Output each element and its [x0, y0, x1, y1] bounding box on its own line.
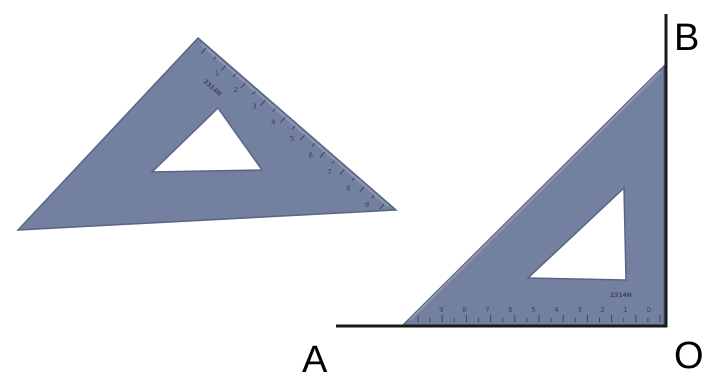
- set-square-right-body: [400, 64, 665, 327]
- set-square-left-ruler-tick: [280, 117, 286, 123]
- set-square-right-ruler-number: 8: [462, 306, 466, 314]
- set-square-left-ruler-tick: [220, 65, 227, 71]
- set-square-right-ruler-number: 3: [577, 306, 581, 314]
- set-square-left-ruler-tick: [291, 125, 296, 130]
- set-square-left-ruler-tick: [351, 177, 355, 182]
- set-square-left-ruler-number: 1: [215, 69, 219, 77]
- set-square-right-ruler-number: 0: [646, 306, 650, 314]
- set-square-left-ruler-tick: [339, 169, 345, 175]
- set-square-left-ruler-number: 5: [290, 135, 294, 143]
- set-square-left-ruler-tick: [240, 82, 246, 89]
- set-square-right-brand: 2314N: [610, 292, 632, 299]
- set-square-left-ruler-tick: [272, 108, 276, 112]
- set-square-left-ruler-number: 3: [252, 102, 256, 110]
- set-square-left-ruler-tick: [299, 134, 306, 141]
- set-square-right-edge: [409, 71, 661, 321]
- point-label-o: O: [674, 335, 704, 377]
- point-label-a: A: [302, 339, 328, 381]
- set-square-left-ruler-tick: [371, 195, 375, 199]
- set-square-left-ruler-tick: [319, 151, 326, 158]
- set-square-left-ruler-tick: [311, 143, 316, 147]
- set-square-left-ruler-number: 2: [234, 86, 238, 94]
- set-square-right: 9 8 7 6 5 4 3 2 1 0 2314N: [400, 64, 665, 327]
- set-square-left-edge: [200, 43, 389, 207]
- set-square-left-ruler-tick: [331, 160, 335, 164]
- set-square-left-ruler-number: 9: [365, 201, 369, 209]
- set-square-right-ruler-number: 4: [554, 306, 559, 314]
- set-square-right-ruler-number: 5: [531, 306, 535, 314]
- set-square-left-ruler-tick: [252, 91, 256, 95]
- set-square-left-ruler-tick: [379, 203, 385, 210]
- set-square-right-ruler-number: 1: [623, 306, 627, 314]
- set-square-left-ruler-number: 7: [327, 168, 331, 176]
- set-square-right-ruler-number: 9: [439, 306, 443, 314]
- set-square-left-ruler: 1 2 3 4 5 6 7 8 9: [201, 47, 385, 210]
- set-square-left-ruler-tick: [260, 99, 266, 106]
- set-square-right-ruler-number: 7: [485, 306, 489, 314]
- set-square-left-ruler-tick: [212, 56, 217, 60]
- set-square-right-ruler-number: 6: [508, 306, 513, 314]
- set-square-left-body: [16, 36, 398, 231]
- set-square-left-ruler-number: 6: [309, 152, 314, 160]
- set-square-left-ruler-number: 4: [271, 119, 276, 127]
- set-square-left-ruler-tick: [359, 186, 365, 193]
- set-square-left-ruler-tick: [201, 47, 207, 54]
- point-label-b: B: [674, 17, 699, 59]
- set-square-left-ruler-number: 8: [346, 184, 350, 192]
- set-square-left-ruler-tick: [232, 73, 237, 78]
- set-square-right-ruler-number: 2: [600, 306, 604, 314]
- set-square-right-ruler: 9 8 7 6 5 4 3 2 1 0: [417, 306, 661, 322]
